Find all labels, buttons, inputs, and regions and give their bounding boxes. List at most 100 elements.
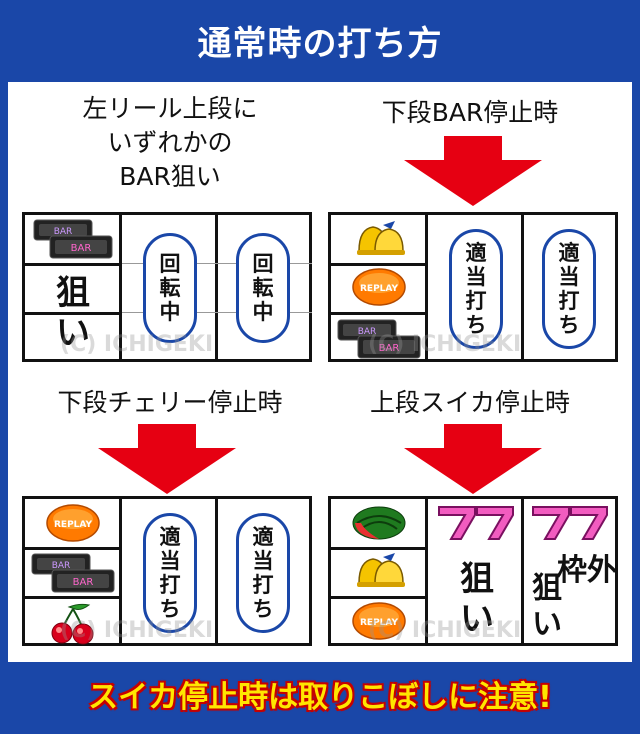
caption-line: 左リール上段に [82, 94, 258, 123]
svg-text:BAR: BAR [54, 227, 73, 237]
caption-line: BAR狙い [119, 162, 221, 191]
outside-frame-text: 枠外 [557, 553, 617, 588]
watermelon-symbol-icon [352, 506, 406, 540]
reel-column-center [122, 499, 218, 643]
pill-char: 当 [558, 265, 580, 289]
bar-symbol-icon: BAR [33, 219, 93, 241]
reel-column-center [428, 499, 524, 643]
pill-char: 中 [252, 300, 274, 324]
replay-label: REPLAY [360, 618, 399, 628]
spinning-pill-reel2: 回 転 中 [143, 233, 197, 343]
pill-char: ち [159, 597, 181, 621]
row-divider-light [122, 263, 312, 264]
bell-symbol-icon [357, 553, 405, 587]
pill-char: 打 [558, 289, 580, 313]
page-title: 通常時の打ち方 [197, 23, 443, 64]
seven-symbol-icon [532, 506, 608, 540]
pill-char: 転 [159, 276, 181, 300]
pill-char: 回 [159, 252, 181, 276]
pill-char: 適 [558, 241, 580, 265]
aim-char: 狙 [460, 559, 494, 599]
aim-text: 狙 い [45, 273, 101, 353]
watermark: (C) ICHIGEKI [60, 332, 214, 357]
watermark: (C) ICHIGEKI [368, 332, 522, 357]
reel-column-center [122, 215, 218, 359]
aim-char: い [56, 313, 90, 353]
reel-grid-bottom-left: REPLAY BAR BAR 適 当 打 ち 適 当 打 ち [22, 496, 312, 646]
row-divider [25, 263, 122, 266]
aim-text-reel3: 狙 い [527, 571, 567, 643]
reel-column-left [331, 499, 428, 643]
row-divider [331, 547, 428, 550]
pill-char: 打 [252, 573, 274, 597]
footer-warning: スイカ停止時は取りこぼしに注意! [88, 680, 552, 715]
replay-symbol-icon: REPLAY [352, 268, 406, 306]
aim-char: い [532, 607, 562, 642]
pill-char: 当 [465, 265, 487, 289]
caption-line: いずれかの [107, 128, 233, 157]
bar-symbol-icon: BAR [51, 569, 115, 593]
row-divider [331, 312, 428, 315]
random-pill-reel2: 適 当 打 ち [449, 229, 503, 349]
svg-text:BAR: BAR [73, 577, 94, 588]
replay-symbol-icon: REPLAY [352, 602, 406, 640]
svg-text:BAR: BAR [71, 243, 92, 254]
random-pill-reel3: 適 当 打 ち [542, 229, 596, 349]
pill-char: 回 [252, 252, 274, 276]
row-divider [331, 596, 428, 599]
bar-symbol-icon: BAR [357, 335, 421, 359]
row-divider [331, 263, 428, 266]
svg-text:BAR: BAR [379, 343, 400, 354]
row-divider [25, 596, 122, 599]
replay-label: REPLAY [360, 284, 399, 294]
caption-bottom-right: 上段スイカ停止時 [369, 388, 570, 417]
reel-column-left [25, 499, 122, 643]
aim-char: い [460, 599, 494, 639]
bar-symbol-icon: BAR [31, 553, 91, 575]
random-pill-reel2: 適 当 打 ち [143, 513, 197, 633]
row-divider [25, 547, 122, 550]
svg-text:BAR: BAR [52, 561, 71, 571]
pill-char: 中 [159, 300, 181, 324]
pill-char: ち [558, 313, 580, 337]
reel-column-center [428, 215, 524, 359]
reel-grid-bottom-right: REPLAY 狙 い 枠外 狙 い [328, 496, 618, 646]
pill-char: ち [465, 313, 487, 337]
cherry-symbol-icon [51, 603, 94, 645]
aim-text-reel2: 狙 い [447, 559, 507, 639]
replay-symbol-icon: REPLAY [46, 504, 100, 542]
svg-text:BAR: BAR [358, 327, 377, 337]
spinning-pill-reel3: 回 転 中 [236, 233, 290, 343]
pill-char: 当 [252, 549, 274, 573]
aim-char: 狙 [56, 273, 90, 313]
pill-char: 適 [252, 525, 274, 549]
down-arrow-icon [98, 424, 236, 494]
pill-char: 適 [465, 241, 487, 265]
bell-symbol-icon [357, 221, 405, 255]
down-arrow-icon [404, 136, 542, 206]
pill-char: 転 [252, 276, 274, 300]
row-divider [25, 312, 122, 315]
replay-label: REPLAY [54, 520, 93, 530]
reel-grid-top-right: REPLAY BAR BAR 適 当 打 ち 適 当 打 ち [328, 212, 618, 362]
reel-column-left [331, 215, 428, 359]
random-pill-reel3: 適 当 打 ち [236, 513, 290, 633]
pill-char: 打 [159, 573, 181, 597]
caption-top-right: 下段BAR停止時 [381, 98, 559, 127]
seven-symbol-icon [438, 506, 514, 540]
aim-char: 狙 [532, 571, 562, 606]
caption-bottom-left: 下段チェリー停止時 [57, 388, 283, 417]
bar-symbol-icon: BAR [49, 235, 113, 259]
bar-symbol-icon: BAR [337, 319, 397, 341]
pill-char: 当 [159, 549, 181, 573]
reel-column-left [25, 215, 122, 359]
caption-top-left: 左リール上段に いずれかの BAR狙い [40, 92, 300, 194]
reel-grid-top-left: BAR BAR 狙 い 回 転 中 回 転 中 [22, 212, 312, 362]
pill-char: ち [252, 597, 274, 621]
down-arrow-icon [404, 424, 542, 494]
watermark: (C) ICHIGEKI [368, 618, 522, 643]
row-divider-light [122, 312, 312, 313]
pill-char: 適 [159, 525, 181, 549]
pill-char: 打 [465, 289, 487, 313]
watermark: (C) ICHIGEKI [60, 618, 214, 643]
